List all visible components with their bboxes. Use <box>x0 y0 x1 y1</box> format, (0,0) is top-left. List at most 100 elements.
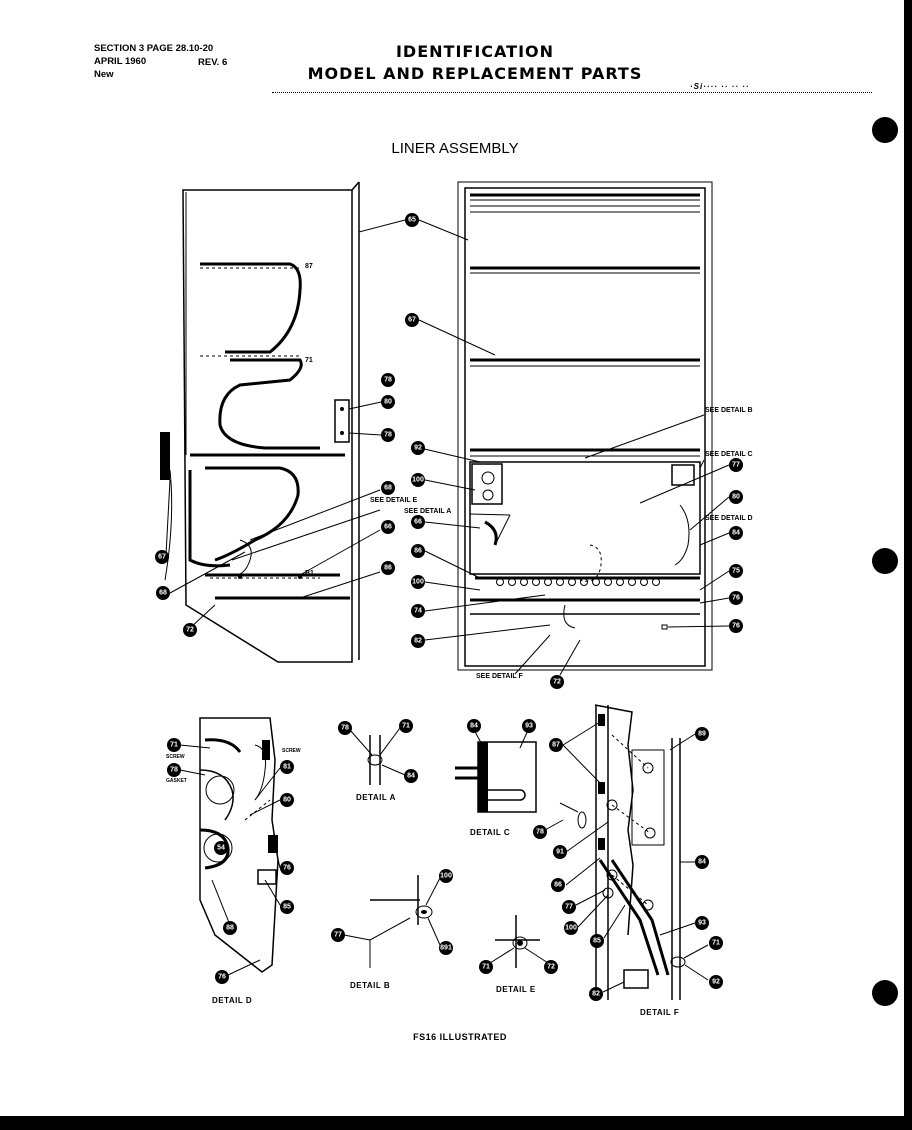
callout-side-65: 65 <box>405 213 419 227</box>
svg-text:68: 68 <box>159 590 167 597</box>
svg-text:86: 86 <box>414 548 422 555</box>
handwritten-note: ·Si···· ·· ·· ·· <box>690 82 750 91</box>
callout-c-91: 91 <box>553 845 567 859</box>
svg-text:74: 74 <box>414 608 422 615</box>
callout-d-81: 81 <box>280 760 294 774</box>
callout-e-72: 72 <box>544 960 558 974</box>
svg-text:80: 80 <box>732 494 740 501</box>
svg-text:67: 67 <box>158 554 166 561</box>
callout-f-100: 100 <box>564 921 578 935</box>
header-rule <box>272 92 872 93</box>
callout-front-100a: 100 <box>411 473 425 487</box>
svg-text:84: 84 <box>698 859 706 866</box>
svg-text:72: 72 <box>553 679 561 686</box>
new-line: New <box>94 69 114 80</box>
detail-f-label: DETAIL F <box>640 1008 679 1017</box>
detail-d: SCREW SCREW GASKET DETAIL D <box>166 717 301 1005</box>
svg-text:77: 77 <box>565 904 573 911</box>
detail-e: DETAIL E 71 72 <box>479 915 558 994</box>
svg-text:100: 100 <box>412 477 424 484</box>
callout-f-87: 87 <box>549 738 563 752</box>
date-line: APRIL 1960 <box>94 56 147 67</box>
svg-text:78: 78 <box>384 377 392 384</box>
callout-c-84: 84 <box>467 719 481 733</box>
svg-text:84: 84 <box>732 530 740 537</box>
svg-text:82: 82 <box>592 991 600 998</box>
svg-text:66: 66 <box>384 524 392 531</box>
detail-c: DETAIL C 84 93 <box>455 719 564 837</box>
svg-text:65: 65 <box>408 217 416 224</box>
side-view: 87 71 B1 SEE DETAIL E <box>160 181 418 663</box>
callout-f-71: 71 <box>709 936 723 950</box>
section-info: SECTION 3 PAGE 28.10-20 APRIL 1960 REV. … <box>94 42 254 102</box>
front-callouts: 67 92 100 66 86 100 74 82 72 77 80 84 75… <box>405 313 743 689</box>
front-see-detail-d: SEE DETAIL D <box>705 515 753 522</box>
callout-front-66: 66 <box>411 515 425 529</box>
svg-text:77: 77 <box>334 932 342 939</box>
svg-text:91: 91 <box>556 849 564 856</box>
svg-text:71: 71 <box>712 940 720 947</box>
detail-a: DETAIL A 78 71 84 <box>338 719 418 802</box>
front-see-detail-a: SEE DETAIL A <box>404 508 451 515</box>
svg-text:84: 84 <box>407 773 415 780</box>
callout-f-89: 89 <box>695 727 709 741</box>
callout-side-78a: 78 <box>381 373 395 387</box>
callout-a-78: 78 <box>338 721 352 735</box>
callout-side-72: 72 <box>183 623 197 637</box>
svg-text:100: 100 <box>440 873 452 880</box>
detail-d-gasket: GASKET <box>166 778 187 784</box>
svg-text:72: 72 <box>547 964 555 971</box>
callout-f-86: 86 <box>551 878 565 892</box>
svg-text:92: 92 <box>712 979 720 986</box>
svg-text:76: 76 <box>218 974 226 981</box>
binder-hole-bottom <box>872 980 898 1006</box>
svg-text:81: 81 <box>283 764 291 771</box>
callout-front-77: 77 <box>729 458 743 472</box>
svg-text:75: 75 <box>732 568 740 575</box>
callout-f-85: 85 <box>590 934 604 948</box>
svg-text:87: 87 <box>552 742 560 749</box>
callout-side-66: 66 <box>381 520 395 534</box>
detail-b-label: DETAIL B <box>350 981 390 990</box>
front-view: SEE DETAIL B SEE DETAIL C SEE DETAIL A S… <box>404 181 753 680</box>
callout-d-54: 54 <box>214 841 228 855</box>
callout-front-76a: 76 <box>729 591 743 605</box>
assembly-title: LINER ASSEMBLY <box>391 140 519 157</box>
footer-illustrated-note: FS16 ILLUSTRATED <box>413 1032 507 1042</box>
callout-front-72: 72 <box>550 675 564 689</box>
svg-text:76: 76 <box>732 595 740 602</box>
callout-front-84: 84 <box>729 526 743 540</box>
page-edge-right <box>904 0 912 1130</box>
detail-d-screw: SCREW <box>282 748 301 754</box>
svg-text:78: 78 <box>384 432 392 439</box>
callout-b-77: 77 <box>331 928 345 942</box>
callout-front-80: 80 <box>729 490 743 504</box>
callout-side-68: 68 <box>156 586 170 600</box>
revision: REV. 6 <box>198 57 228 68</box>
callout-front-76b: 76 <box>729 619 743 633</box>
detail-d-callouts: 71 78 81 80 54 76 85 88 76 <box>167 738 294 984</box>
svg-text:76: 76 <box>283 865 291 872</box>
svg-text:72: 72 <box>186 627 194 634</box>
svg-text:85: 85 <box>593 938 601 945</box>
svg-text:67: 67 <box>408 317 416 324</box>
side-dim-a: 87 <box>305 263 313 270</box>
detail-c-label: DETAIL C <box>470 828 510 837</box>
title-identification: IDENTIFICATION <box>395 42 555 61</box>
title-model-parts: MODEL AND REPLACEMENT PARTS <box>307 64 643 83</box>
detail-b: DETAIL B 77 100 891 <box>331 869 453 990</box>
callout-c-93: 93 <box>522 719 536 733</box>
svg-text:82: 82 <box>414 638 422 645</box>
svg-text:71: 71 <box>170 742 178 749</box>
detail-e-label: DETAIL E <box>496 985 536 994</box>
detail-d-label: DETAIL D <box>212 996 252 1005</box>
callout-d-85: 85 <box>280 900 294 914</box>
callout-side-67: 67 <box>155 550 169 564</box>
callout-d-71: 71 <box>167 738 181 752</box>
callout-front-100b: 100 <box>411 575 425 589</box>
svg-text:93: 93 <box>525 723 533 730</box>
svg-text:85: 85 <box>283 904 291 911</box>
detail-f-callouts: 87 89 78 91 86 77 100 85 84 93 71 92 82 <box>533 727 723 1001</box>
side-callouts: 65 67 68 72 66 86 68 78 80 78 <box>155 213 419 637</box>
